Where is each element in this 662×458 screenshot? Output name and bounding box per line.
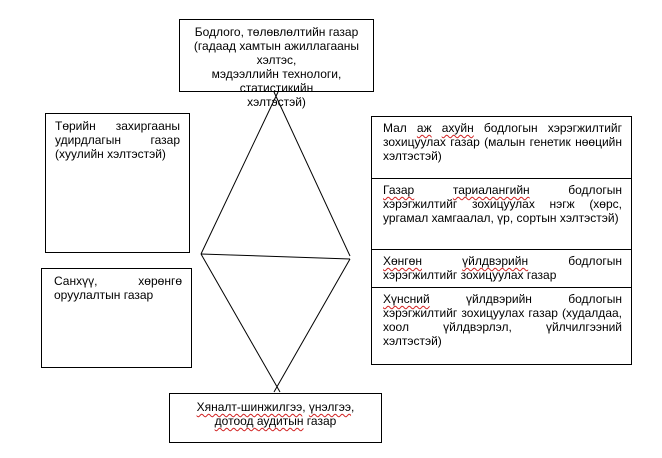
monitoring-evaluation-line1: Хяналт-шинжилгээ, үнэлгээ, [170, 400, 381, 414]
text-fragment: үйлдвэрийн бодлогын хэрэгжилтийг зохицуу… [383, 292, 622, 348]
cell-divider [372, 287, 631, 288]
spellcheck-word: Хөнгөн [383, 254, 422, 268]
state-administration-text: Төрийн захиргааны удирдлагын газар (хуул… [55, 119, 180, 161]
connector-line [200, 253, 281, 393]
light-industry-department-cell: Хөнгөн үйлдвэрийн бодлогын хэрэгжилтийг … [372, 250, 631, 287]
text-fragment: бодлогын хэрэгжилтийг зохицуулах нэгж (х… [383, 183, 622, 225]
connector-line [273, 258, 351, 393]
finance-investment-text: Санхүү, хөрөнгө оруулалтын газар [54, 274, 182, 302]
spellcheck-word: Хүнсний [383, 292, 430, 306]
food-industry-department-cell: Хүнсний үйлдвэрийн бодлогын хэрэгжилтийг… [372, 288, 631, 365]
spellcheck-word: үнэлгээ [308, 400, 352, 414]
text-fragment [422, 254, 462, 268]
livestock-department-cell: Мал аж ахуйн бодлогын хэрэгжилтийг зохиц… [372, 117, 631, 178]
spellcheck-word: үйлдвэрийн [462, 254, 529, 268]
text-fragment [432, 121, 442, 135]
text-fragment: Мал [383, 121, 417, 135]
monitoring-evaluation-line2: дотоод аудитын газар [170, 414, 381, 428]
spellcheck-word: аудитын [256, 414, 304, 428]
implementation-departments-stack: Мал аж ахуйн бодлогын хэрэгжилтийг зохиц… [371, 116, 632, 365]
text-fragment: газар [303, 414, 337, 428]
text-fragment: , [351, 400, 355, 414]
text-fragment: , [302, 400, 309, 414]
finance-investment-department-box: Санхүү, хөрөнгө оруулалтын газар [41, 268, 192, 368]
connector-line [200, 253, 351, 260]
spellcheck-word: Газар [383, 183, 415, 197]
connector-line [200, 91, 279, 255]
spellcheck-word: тариалангийн [452, 183, 530, 197]
monitoring-evaluation-department-box: Хяналт-шинжилгээ, үнэлгээ, дотоод аудиты… [169, 393, 382, 443]
connector-line [273, 91, 351, 257]
crop-farming-department-cell: Газар тариалангийн бодлогын хэрэгжилтийг… [372, 179, 631, 249]
spellcheck-word: Хяналт-шинжилгээ [196, 400, 303, 414]
policy-planning-subtitle-line: мэдээллийн технологи, статистикийн [211, 67, 342, 95]
spellcheck-word: дотоод [214, 414, 257, 428]
cell-divider [372, 249, 631, 250]
cell-divider [372, 178, 631, 179]
text-fragment: бодлогын хэрэгжилтийг зохицуулах газар (… [383, 121, 622, 163]
spellcheck-word: аж [416, 121, 432, 135]
spellcheck-word: ахуйн [441, 121, 474, 135]
policy-planning-title: Бодлого, төлөвлөлтийн газар [194, 25, 359, 39]
policy-planning-subtitle-line: (гадаад хамтын ажиллагааны хэлтэс, [193, 39, 360, 67]
state-administration-department-box: Төрийн захиргааны удирдлагын газар (хуул… [45, 113, 190, 253]
policy-planning-subtitle-line: хэлтэстэй) [247, 95, 306, 109]
text-fragment: бодлогын хэрэгжилтийг зохицуулах газар [383, 254, 622, 282]
text-fragment [414, 183, 453, 197]
policy-planning-department-box: Бодлого, төлөвлөлтийн газар (гадаад хамт… [179, 19, 374, 109]
